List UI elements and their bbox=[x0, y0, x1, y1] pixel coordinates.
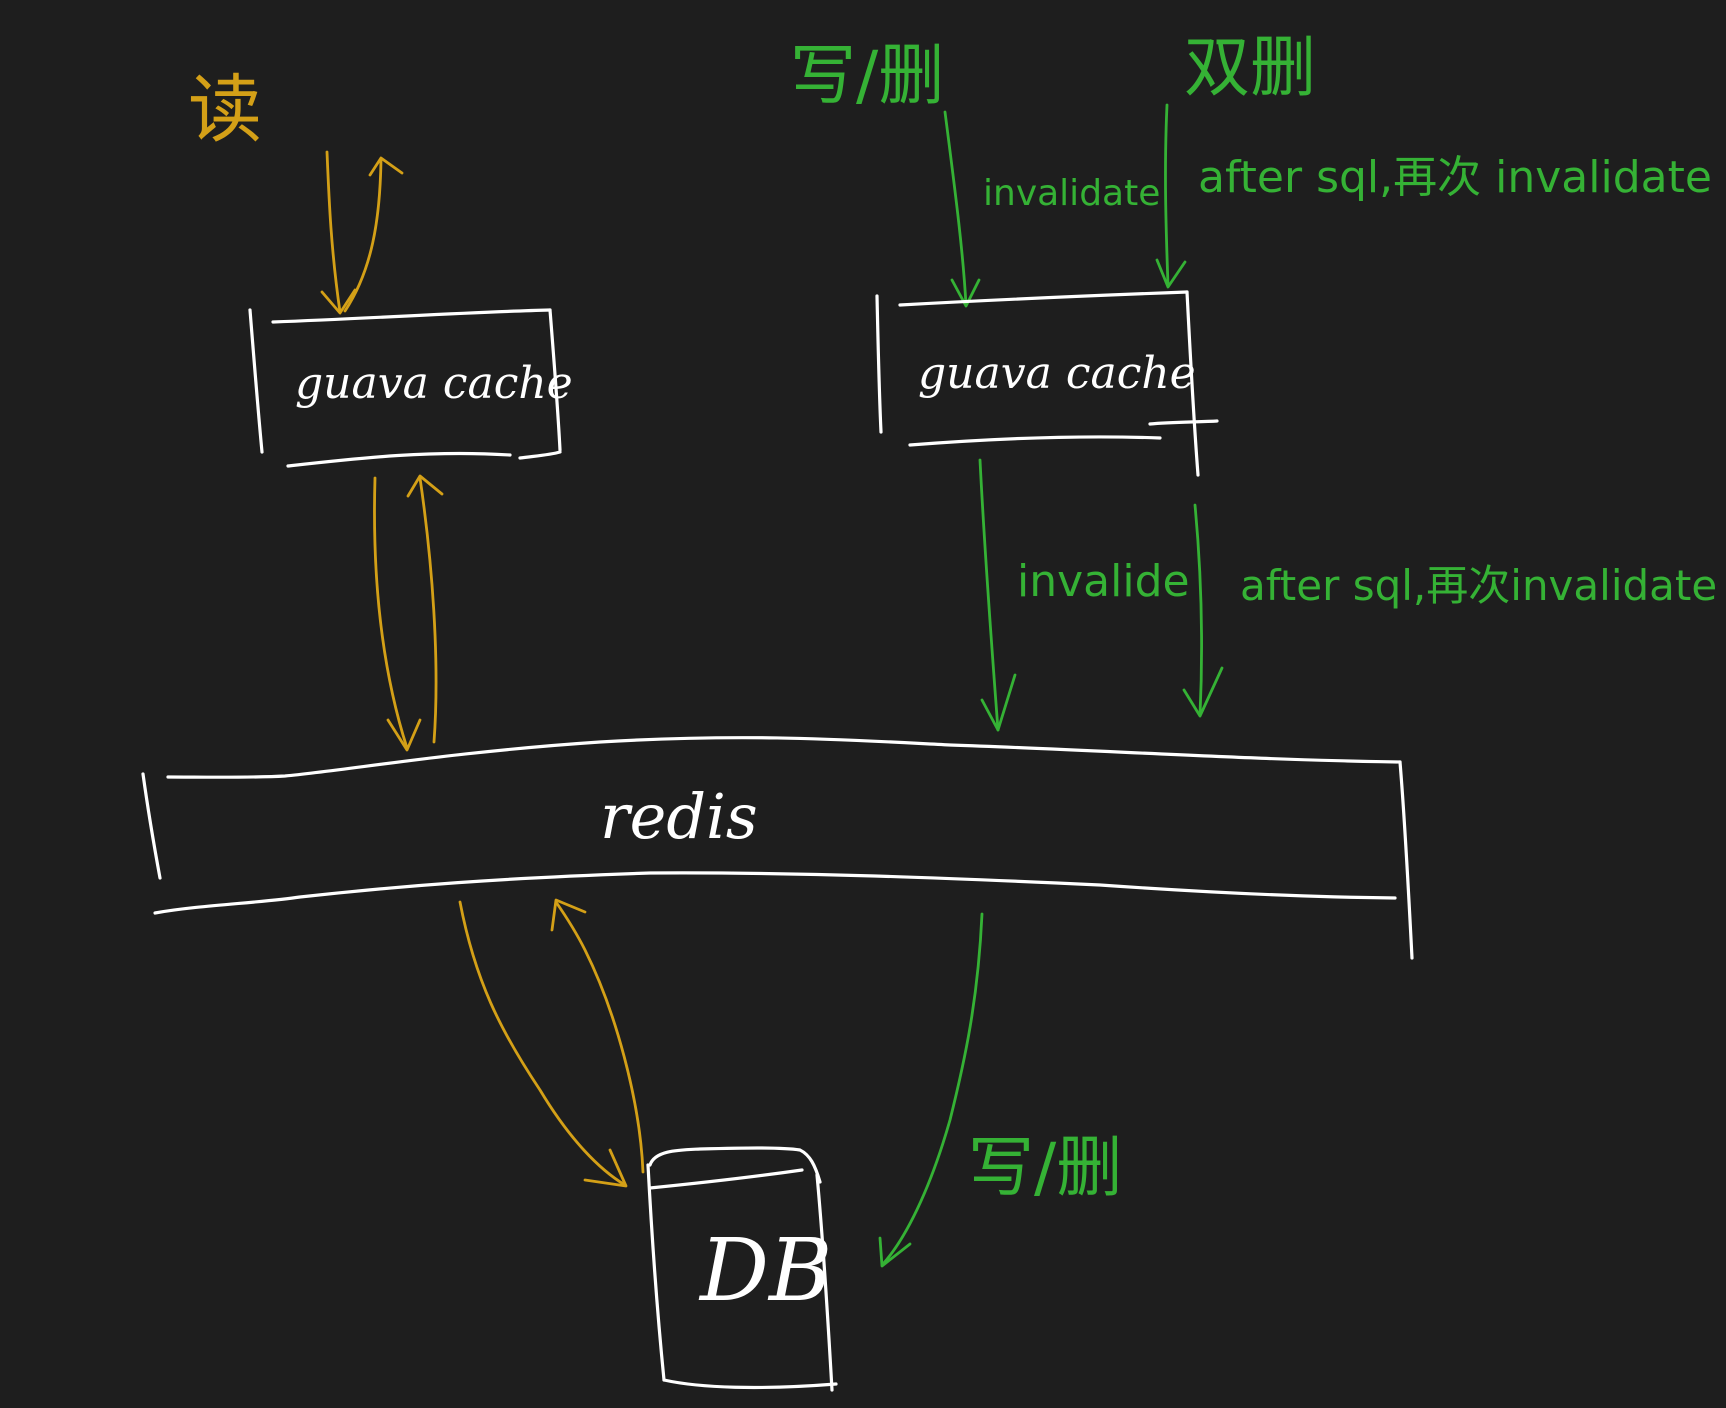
redis-node: redis bbox=[141, 736, 1414, 960]
after-sql-label-mid: after sql,再次invalidate bbox=[1240, 561, 1717, 610]
guava-cache-right-label: guava cache bbox=[918, 348, 1196, 399]
read-arrow-pair-redis-db bbox=[458, 898, 645, 1188]
read-arrow-pair-cache-redis bbox=[373, 474, 444, 752]
double-delete-label: 双删 bbox=[1184, 29, 1316, 106]
db-node: DB bbox=[646, 1146, 838, 1392]
invalidate-label-top: invalidate bbox=[983, 173, 1160, 214]
invalidate-arrow-top bbox=[943, 110, 981, 308]
guava-cache-right-node: guava cache bbox=[875, 290, 1219, 477]
after-sql-arrow-top bbox=[1155, 103, 1187, 289]
write-delete-label-bottom: 写/删 bbox=[968, 1129, 1122, 1206]
invalide-arrow-mid bbox=[978, 458, 1017, 732]
after-sql-label-top: after sql,再次 invalidate bbox=[1198, 152, 1712, 203]
guava-cache-left-node: guava cache bbox=[248, 308, 573, 468]
write-delete-arrow-bottom bbox=[878, 912, 984, 1268]
after-sql-arrow-mid bbox=[1182, 503, 1224, 718]
write-delete-label-top: 写/删 bbox=[790, 37, 944, 114]
invalide-label-mid: invalide bbox=[1017, 556, 1190, 607]
read-arrow-pair-top bbox=[320, 150, 404, 315]
db-label: DB bbox=[698, 1221, 832, 1321]
redis-label: redis bbox=[600, 780, 758, 853]
read-label: 读 bbox=[188, 67, 262, 153]
guava-cache-left-label: guava cache bbox=[295, 358, 573, 409]
